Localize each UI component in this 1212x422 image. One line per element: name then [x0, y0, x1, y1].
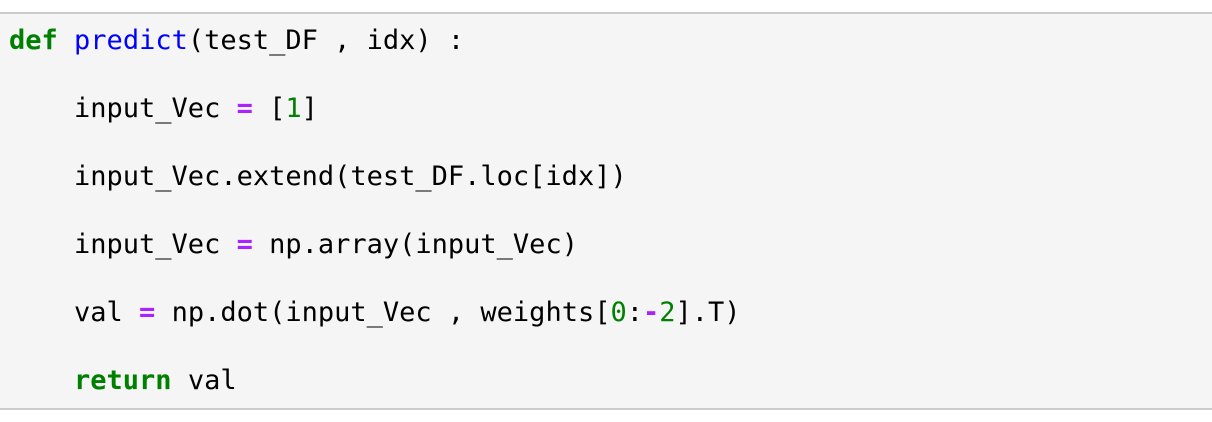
code-token-operator: =	[236, 229, 253, 260]
code-line	[9, 330, 1202, 364]
code-line	[9, 58, 1202, 92]
code-token-plain: np.array(input_Vec)	[252, 229, 578, 260]
code-line: input_Vec = np.array(input_Vec)	[9, 228, 1202, 262]
code-token-plain: val	[171, 365, 237, 396]
code-line: def predict(test_DF , idx) :	[9, 24, 1202, 58]
code-cell-input-area[interactable]: def predict(test_DF , idx) : input_Vec =…	[0, 12, 1212, 410]
code-token-operator: -	[643, 297, 660, 328]
code-token-operator: =	[236, 93, 253, 124]
code-token-keyword: return	[74, 365, 172, 396]
code-token-plain: input_Vec.extend(test_DF.loc[idx])	[9, 161, 627, 192]
code-token-plain: np.dot(input_Vec , weights[	[155, 297, 611, 328]
code-line	[9, 262, 1202, 296]
code-token-plain: :	[626, 297, 643, 328]
code-token-plain: input_Vec	[9, 93, 237, 124]
code-line	[9, 126, 1202, 160]
code-token-number: 1	[285, 93, 302, 124]
code-token-function: predict	[74, 25, 188, 56]
code-line: return val	[9, 364, 1202, 398]
code-token-plain: [	[252, 93, 286, 124]
code-token-plain: input_Vec	[9, 229, 237, 260]
code-line: input_Vec.extend(test_DF.loc[idx])	[9, 160, 1202, 194]
code-token-plain: (test_DF , idx) :	[187, 25, 465, 56]
code-token-operator: =	[139, 297, 156, 328]
code-token-plain	[58, 25, 74, 56]
code-token-plain: ].T)	[675, 297, 741, 328]
code-token-plain: val	[9, 297, 140, 328]
code-line: val = np.dot(input_Vec , weights[0:-2].T…	[9, 296, 1202, 330]
code-token-number: 0	[610, 297, 627, 328]
code-line: input_Vec = [1]	[9, 92, 1202, 126]
code-token-number: 2	[659, 297, 676, 328]
code-token-keyword: def	[9, 25, 58, 56]
code-line	[9, 194, 1202, 228]
code-token-plain: ]	[301, 93, 318, 124]
code-token-plain	[9, 365, 74, 396]
